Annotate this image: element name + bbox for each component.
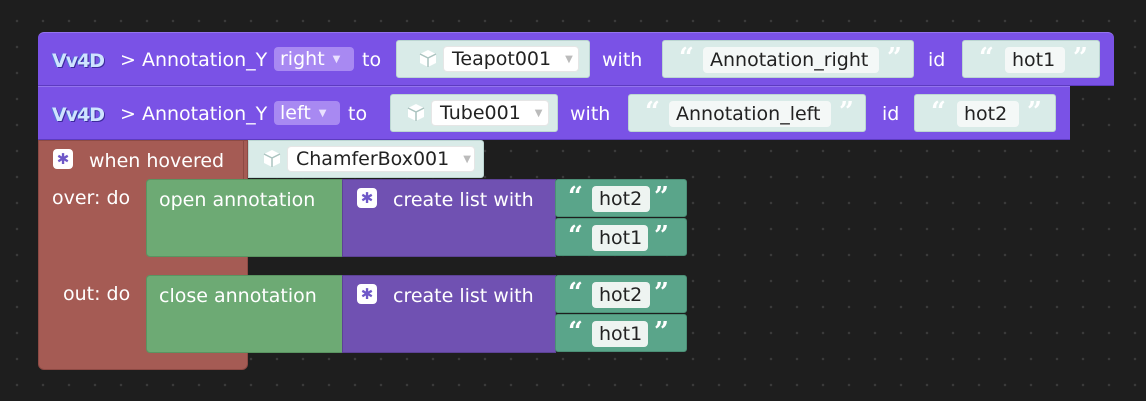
quote-icon: “ <box>568 317 583 347</box>
string-value[interactable]: Annotation_left <box>669 101 831 127</box>
quote-icon: “ <box>568 278 583 308</box>
id-label: id <box>882 103 900 125</box>
dropdown-arrow-icon: ▼ <box>463 153 471 165</box>
vv4d-logo: Vv4D <box>52 50 105 72</box>
quote-icon: “ <box>645 97 660 127</box>
vv4d-logo: Vv4D <box>52 104 105 126</box>
gear-icon[interactable]: ✱ <box>357 188 377 208</box>
id-socket[interactable]: “ hot1 ” <box>962 40 1100 78</box>
string-value[interactable]: Annotation_right <box>703 47 879 73</box>
string-block[interactable]: “ hot2 ” <box>555 179 687 217</box>
quote-icon: ” <box>1073 43 1088 73</box>
create-list-block[interactable]: ✱ create list with <box>342 275 556 353</box>
cube-icon <box>261 148 283 170</box>
id-socket[interactable]: “ hot2 ” <box>914 94 1056 132</box>
list-label: create list with <box>393 189 534 211</box>
annotation-block-1[interactable]: Vv4D > Annotation_Y right ▼ to Teapot001… <box>38 32 1114 86</box>
quote-icon: ” <box>1027 97 1042 127</box>
object-name: Tube001 <box>440 102 521 124</box>
list-label: create list with <box>393 285 534 307</box>
open-annotation-block[interactable]: open annotation <box>146 179 344 257</box>
id-label: id <box>928 49 946 71</box>
id-value[interactable]: hot2 <box>957 101 1019 127</box>
quote-icon: ” <box>654 221 669 251</box>
quote-icon: ” <box>887 43 902 73</box>
cube-icon <box>417 48 439 70</box>
event-object-socket[interactable]: ChamferBox001 ▼ <box>248 140 484 178</box>
quote-icon: “ <box>979 43 994 73</box>
list-item-value[interactable]: hot1 <box>592 225 648 251</box>
id-value[interactable]: hot1 <box>1005 47 1065 73</box>
quote-icon: ” <box>839 97 854 127</box>
quote-icon: “ <box>568 221 583 251</box>
string-block[interactable]: “ hot2 ” <box>555 275 687 313</box>
quote-icon: ” <box>654 317 669 347</box>
out-do-label: out: do <box>63 283 131 305</box>
list-item-value[interactable]: hot2 <box>592 282 650 308</box>
object-name: ChamferBox001 <box>296 148 450 170</box>
method-label: > Annotation_Y <box>120 49 268 71</box>
gear-icon[interactable]: ✱ <box>53 149 73 169</box>
quote-icon: “ <box>568 182 583 212</box>
object-field[interactable]: ChamferBox001 ▼ <box>287 146 475 172</box>
to-label: to <box>348 103 368 125</box>
event-label: when hovered <box>89 150 225 172</box>
quote-icon: ” <box>654 278 669 308</box>
quote-icon: “ <box>931 97 946 127</box>
object-name: Teapot001 <box>452 48 552 70</box>
direction-dropdown[interactable]: left ▼ <box>274 101 340 125</box>
dropdown-arrow-icon: ▼ <box>565 53 573 65</box>
close-annotation-block[interactable]: close annotation <box>146 275 344 353</box>
create-list-block[interactable]: ✱ create list with <box>342 179 556 257</box>
quote-icon: “ <box>679 43 694 73</box>
string-block[interactable]: “ hot1 ” <box>555 314 687 352</box>
cube-icon <box>405 102 427 124</box>
dropdown-arrow-icon: ▼ <box>318 107 327 119</box>
string-socket[interactable]: “ Annotation_left ” <box>628 94 866 132</box>
dropdown-arrow-icon: ▼ <box>534 107 543 119</box>
method-label: > Annotation_Y <box>120 103 268 125</box>
when-hovered-header[interactable]: ✱ when hovered <box>38 140 244 180</box>
action-label: close annotation <box>159 285 317 307</box>
quote-icon: ” <box>654 182 669 212</box>
list-item-value[interactable]: hot2 <box>592 186 650 212</box>
annotation-block-2[interactable]: Vv4D > Annotation_Y left ▼ to Tube001 ▼ … <box>38 86 1070 140</box>
direction-value: right <box>280 48 325 70</box>
action-label: open annotation <box>159 189 316 211</box>
direction-value: left <box>280 102 311 124</box>
with-label: with <box>602 49 643 71</box>
dropdown-arrow-icon: ▼ <box>332 53 341 65</box>
string-block[interactable]: “ hot1 ” <box>555 218 687 256</box>
object-socket[interactable]: Teapot001 ▼ <box>396 40 590 78</box>
gear-icon[interactable]: ✱ <box>357 284 377 304</box>
list-item-value[interactable]: hot1 <box>592 321 648 347</box>
object-field[interactable]: Teapot001 ▼ <box>443 46 579 72</box>
with-label: with <box>570 103 611 125</box>
object-field[interactable]: Tube001 ▼ <box>431 100 549 126</box>
string-socket[interactable]: “ Annotation_right ” <box>662 40 914 78</box>
direction-dropdown[interactable]: right ▼ <box>274 47 354 71</box>
to-label: to <box>362 49 382 71</box>
object-socket[interactable]: Tube001 ▼ <box>390 94 558 132</box>
over-do-label: over: do <box>52 187 131 209</box>
